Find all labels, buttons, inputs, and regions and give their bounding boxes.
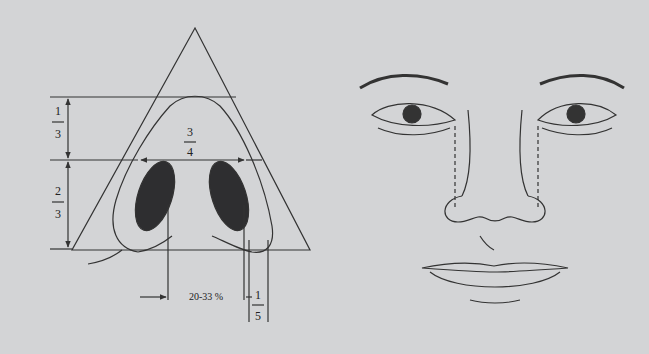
fraction-digit: 3 <box>54 207 62 221</box>
fraction-digit: 3 <box>54 127 62 141</box>
dimension-label: 20-33 % <box>188 290 224 304</box>
fraction-digit: 3 <box>186 125 194 139</box>
fraction-digit: 1 <box>254 288 262 302</box>
fraction-digit: 4 <box>186 145 194 159</box>
nose-base-outline <box>113 96 273 252</box>
nostril <box>202 157 257 236</box>
face-illustration <box>360 75 624 303</box>
nostril <box>128 157 183 236</box>
triangle-outline <box>72 28 310 250</box>
fraction-digit: 5 <box>254 309 262 323</box>
fraction-digit: 2 <box>54 184 62 198</box>
fraction-digit: 1 <box>54 104 62 118</box>
